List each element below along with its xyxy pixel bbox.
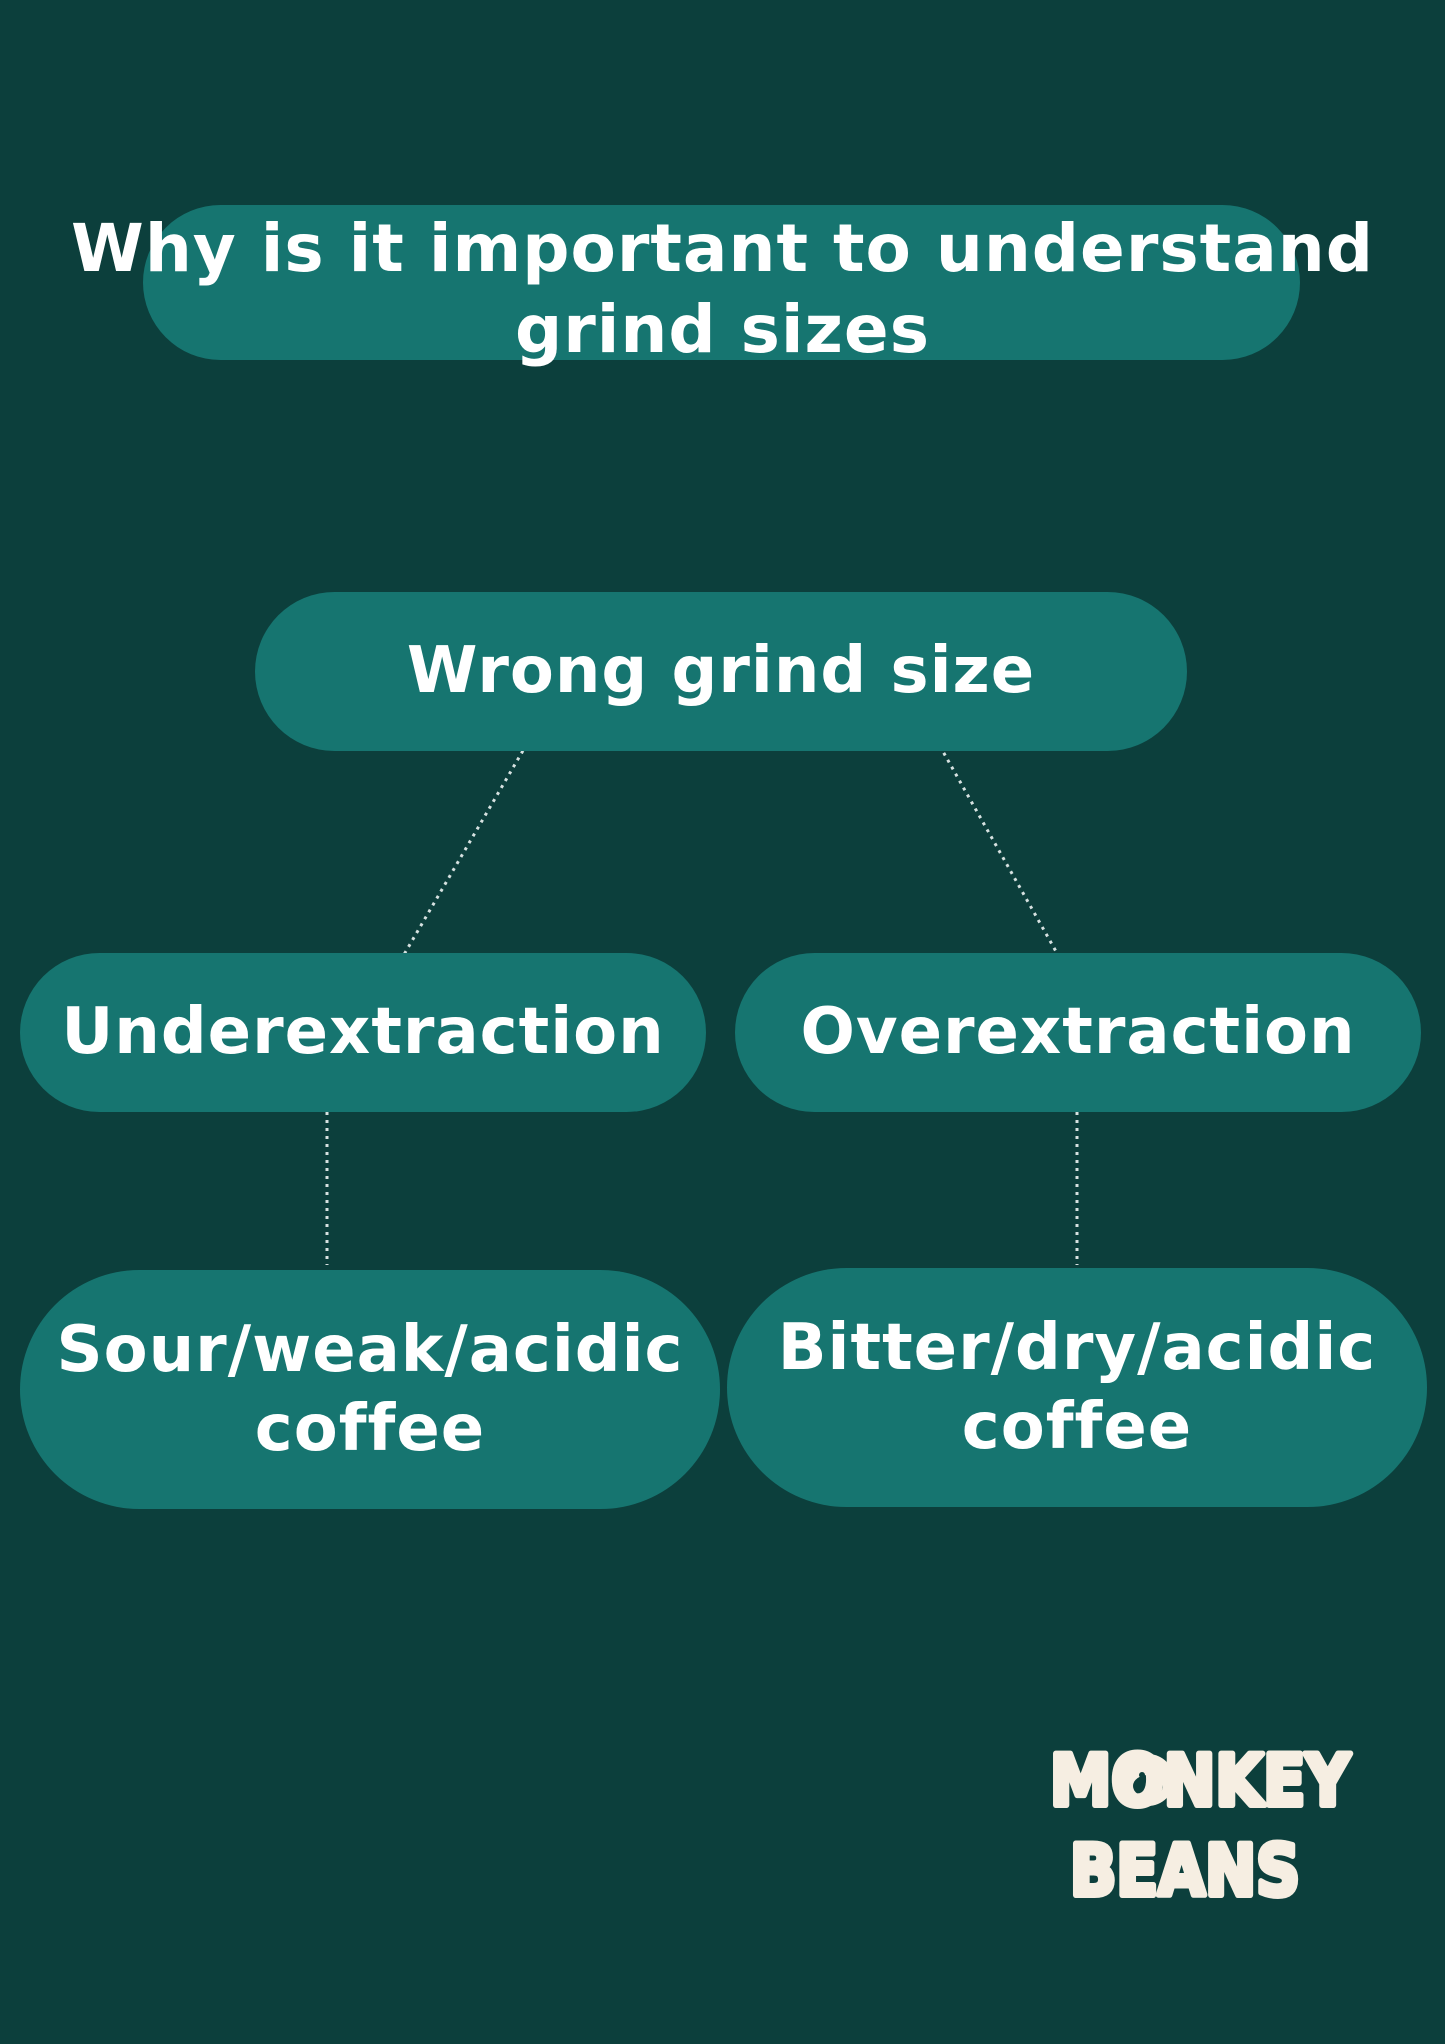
root-node bbox=[255, 592, 1187, 751]
connector-root-to-underextraction bbox=[386, 729, 537, 983]
logo-line1: MONKEY bbox=[1050, 1740, 1351, 1822]
overextraction-label: Overextraction bbox=[800, 995, 1356, 1070]
underextraction-label: Underextraction bbox=[61, 995, 665, 1070]
overextraction-node bbox=[735, 953, 1421, 1112]
underextraction-node bbox=[20, 953, 706, 1112]
title-banner bbox=[143, 205, 1300, 360]
connector-root-to-overextraction bbox=[926, 724, 1077, 986]
page-title: Why is it important to understand grind … bbox=[71, 210, 1374, 368]
logo-line2: BEANS bbox=[1070, 1830, 1300, 1912]
bitter-result-label: Bitter/dry/acidic coffee bbox=[777, 1311, 1377, 1464]
monkey-beans-logo: MONKEY BEANS bbox=[1047, 1737, 1354, 1915]
root-node-label: Wrong grind size bbox=[406, 634, 1036, 709]
sour-result-label: Sour/weak/acidic coffee bbox=[56, 1313, 684, 1466]
sour-result-node bbox=[20, 1270, 720, 1509]
bitter-result-node bbox=[727, 1268, 1427, 1507]
monkey-face-icon bbox=[1117, 1754, 1179, 1806]
